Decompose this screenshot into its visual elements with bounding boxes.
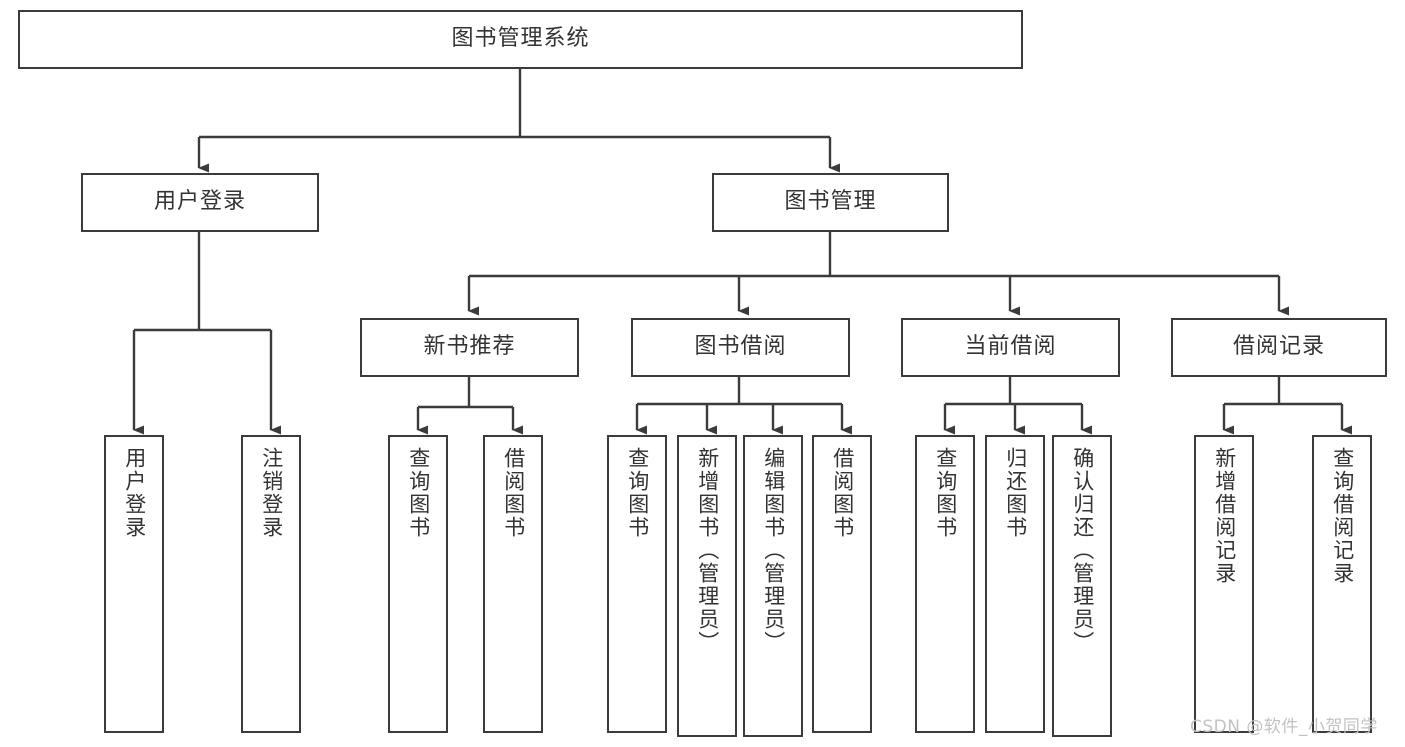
node-label: 查询图书 bbox=[933, 447, 958, 539]
node-label: 当前借阅 bbox=[964, 334, 1057, 360]
leaf-query-borrow-record[interactable]: 查询借阅记录 bbox=[1312, 435, 1372, 733]
leaf-borrow-book[interactable]: 借阅图书 bbox=[812, 435, 872, 733]
node-label: 借阅图书 bbox=[830, 447, 855, 539]
node-label: 图书借阅 bbox=[694, 334, 787, 360]
node-label: 借阅记录 bbox=[1232, 334, 1325, 360]
leaf-edit-book-admin[interactable]: 编辑图书（管理员） bbox=[743, 435, 803, 737]
node-book-management[interactable]: 图书管理 bbox=[712, 173, 949, 232]
leaf-borrow-book-recommend[interactable]: 借阅图书 bbox=[483, 435, 543, 733]
node-label: 查询图书 bbox=[406, 447, 431, 539]
node-label: 图书管理系统 bbox=[451, 26, 590, 52]
node-label: 注销登录 bbox=[259, 447, 284, 539]
leaf-user-login[interactable]: 用户登录 bbox=[104, 435, 164, 733]
node-user-login[interactable]: 用户登录 bbox=[81, 173, 319, 232]
node-label: 用户登录 bbox=[153, 189, 246, 215]
leaf-add-borrow-record[interactable]: 新增借阅记录 bbox=[1194, 435, 1254, 733]
node-label: 确认归还（管理员） bbox=[1070, 447, 1095, 654]
node-label: 用户登录 bbox=[122, 447, 147, 539]
leaf-query-book-borrow[interactable]: 查询图书 bbox=[607, 435, 667, 733]
node-label: 新增图书（管理员） bbox=[695, 447, 720, 654]
leaf-confirm-return-admin[interactable]: 确认归还（管理员） bbox=[1052, 435, 1112, 737]
node-label: 新增借阅记录 bbox=[1212, 447, 1237, 585]
leaf-add-book-admin[interactable]: 新增图书（管理员） bbox=[677, 435, 737, 737]
node-label: 编辑图书（管理员） bbox=[761, 447, 786, 654]
leaf-logout-login[interactable]: 注销登录 bbox=[241, 435, 301, 733]
node-current-borrow[interactable]: 当前借阅 bbox=[901, 318, 1120, 377]
leaf-return-book[interactable]: 归还图书 bbox=[985, 435, 1045, 733]
leaf-query-book-recommend[interactable]: 查询图书 bbox=[388, 435, 448, 733]
node-label: 借阅图书 bbox=[501, 447, 526, 539]
node-label: 图书管理 bbox=[784, 189, 877, 215]
node-root-system[interactable]: 图书管理系统 bbox=[18, 10, 1023, 69]
node-label: 查询借阅记录 bbox=[1330, 447, 1355, 585]
node-new-book-recommend[interactable]: 新书推荐 bbox=[360, 318, 579, 377]
node-borrow-record[interactable]: 借阅记录 bbox=[1171, 318, 1387, 377]
node-label: 查询图书 bbox=[625, 447, 650, 539]
csdn-watermark: CSDN @软件_小贺同学 bbox=[1190, 717, 1378, 737]
leaf-query-book-current[interactable]: 查询图书 bbox=[915, 435, 975, 733]
node-label: 归还图书 bbox=[1003, 447, 1028, 539]
node-book-borrow[interactable]: 图书借阅 bbox=[631, 318, 850, 377]
node-label: 新书推荐 bbox=[423, 334, 516, 360]
